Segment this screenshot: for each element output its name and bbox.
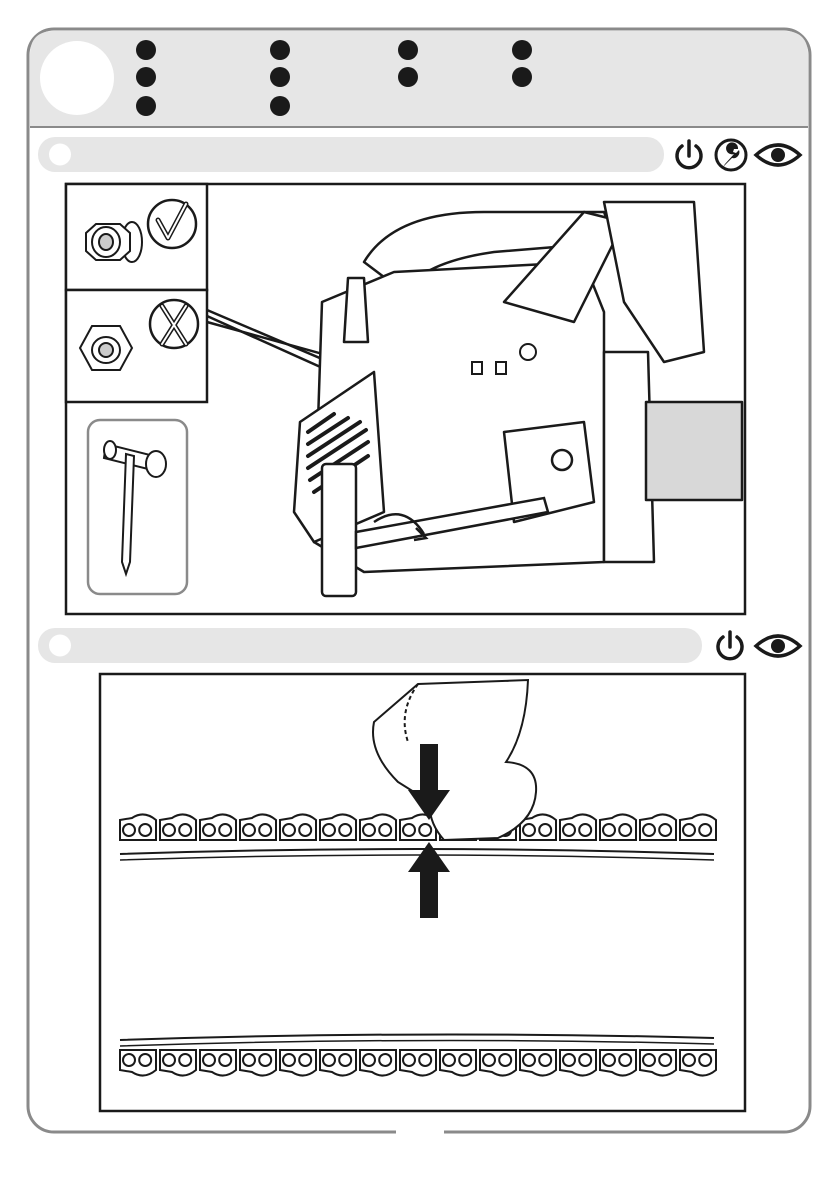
power-off-icon bbox=[718, 632, 742, 659]
top-illustration-panel bbox=[64, 182, 748, 616]
chain-rivet bbox=[419, 824, 431, 836]
tool-inset bbox=[88, 420, 187, 594]
chain-rivet bbox=[699, 824, 711, 836]
chain-rivet bbox=[179, 1054, 191, 1066]
chain-rivet bbox=[683, 824, 695, 836]
chain-rivet bbox=[539, 1054, 551, 1066]
chain-rivet bbox=[259, 1054, 271, 1066]
chain-rivet bbox=[339, 1054, 351, 1066]
chain-rivet bbox=[523, 824, 535, 836]
chain-rivet bbox=[379, 1054, 391, 1066]
section-icons-2 bbox=[712, 627, 804, 665]
hex-nut bbox=[80, 326, 132, 370]
power-off-icon bbox=[677, 141, 701, 168]
chain-rivet bbox=[419, 1054, 431, 1066]
chain-rivet bbox=[379, 824, 391, 836]
chain-rivet bbox=[403, 1054, 415, 1066]
chain-rivet bbox=[443, 1054, 455, 1066]
bottom-illustration-panel bbox=[98, 672, 748, 1114]
chain-rivet bbox=[339, 824, 351, 836]
chain-rivet bbox=[579, 824, 591, 836]
chain-rivet bbox=[659, 824, 671, 836]
chain-rivet bbox=[619, 824, 631, 836]
chain-rivet bbox=[603, 1054, 615, 1066]
saw-chain-bottom bbox=[120, 1050, 716, 1076]
chain-rivet bbox=[699, 1054, 711, 1066]
chain-rivet bbox=[179, 824, 191, 836]
chain-rivet bbox=[123, 824, 135, 836]
section-band-2 bbox=[38, 628, 704, 664]
chain-rivet bbox=[203, 824, 215, 836]
chain-rivet bbox=[283, 824, 295, 836]
chain-rivet bbox=[523, 1054, 535, 1066]
chain-rivet bbox=[483, 1054, 495, 1066]
chain-rivet bbox=[299, 824, 311, 836]
nut-with-washer bbox=[86, 222, 142, 262]
eye-icon bbox=[756, 145, 800, 165]
chain-rivet bbox=[139, 1054, 151, 1066]
eye-icon bbox=[756, 636, 800, 656]
chain-rivet bbox=[403, 824, 415, 836]
chain-rivet bbox=[643, 1054, 655, 1066]
section-number-circle-2 bbox=[49, 635, 71, 657]
chain-rivet bbox=[619, 1054, 631, 1066]
header-number-circle bbox=[40, 41, 114, 115]
chain-rivet bbox=[459, 1054, 471, 1066]
chain-rivet bbox=[219, 1054, 231, 1066]
chain-rivet bbox=[683, 1054, 695, 1066]
section-number-circle-1 bbox=[49, 144, 71, 166]
chain-rivet bbox=[299, 1054, 311, 1066]
chain-rivet bbox=[563, 824, 575, 836]
chain-rivet bbox=[363, 1054, 375, 1066]
chain-rivet bbox=[163, 1054, 175, 1066]
chain-rivet bbox=[243, 824, 255, 836]
chain-rivet bbox=[219, 824, 231, 836]
chain-rivet bbox=[579, 1054, 591, 1066]
chain-rivet bbox=[603, 824, 615, 836]
wrench-icon bbox=[716, 140, 746, 170]
chain-rivet bbox=[659, 1054, 671, 1066]
section-band-1 bbox=[38, 137, 666, 173]
chain-rivet bbox=[259, 824, 271, 836]
chain-rivet bbox=[243, 1054, 255, 1066]
chain-rivet bbox=[563, 1054, 575, 1066]
chain-rivet bbox=[139, 824, 151, 836]
chain-rivet bbox=[163, 824, 175, 836]
chain-rivet bbox=[283, 1054, 295, 1066]
chain-rivet bbox=[123, 1054, 135, 1066]
saw-chain-top bbox=[120, 814, 716, 840]
chain-rivet bbox=[499, 1054, 511, 1066]
section-icons-1 bbox=[672, 136, 804, 174]
chain-rivet bbox=[539, 824, 551, 836]
chain-rivet bbox=[363, 824, 375, 836]
chain-rivet bbox=[643, 824, 655, 836]
chain-rivet bbox=[203, 1054, 215, 1066]
chain-rivet bbox=[323, 1054, 335, 1066]
chain-rivet bbox=[323, 824, 335, 836]
